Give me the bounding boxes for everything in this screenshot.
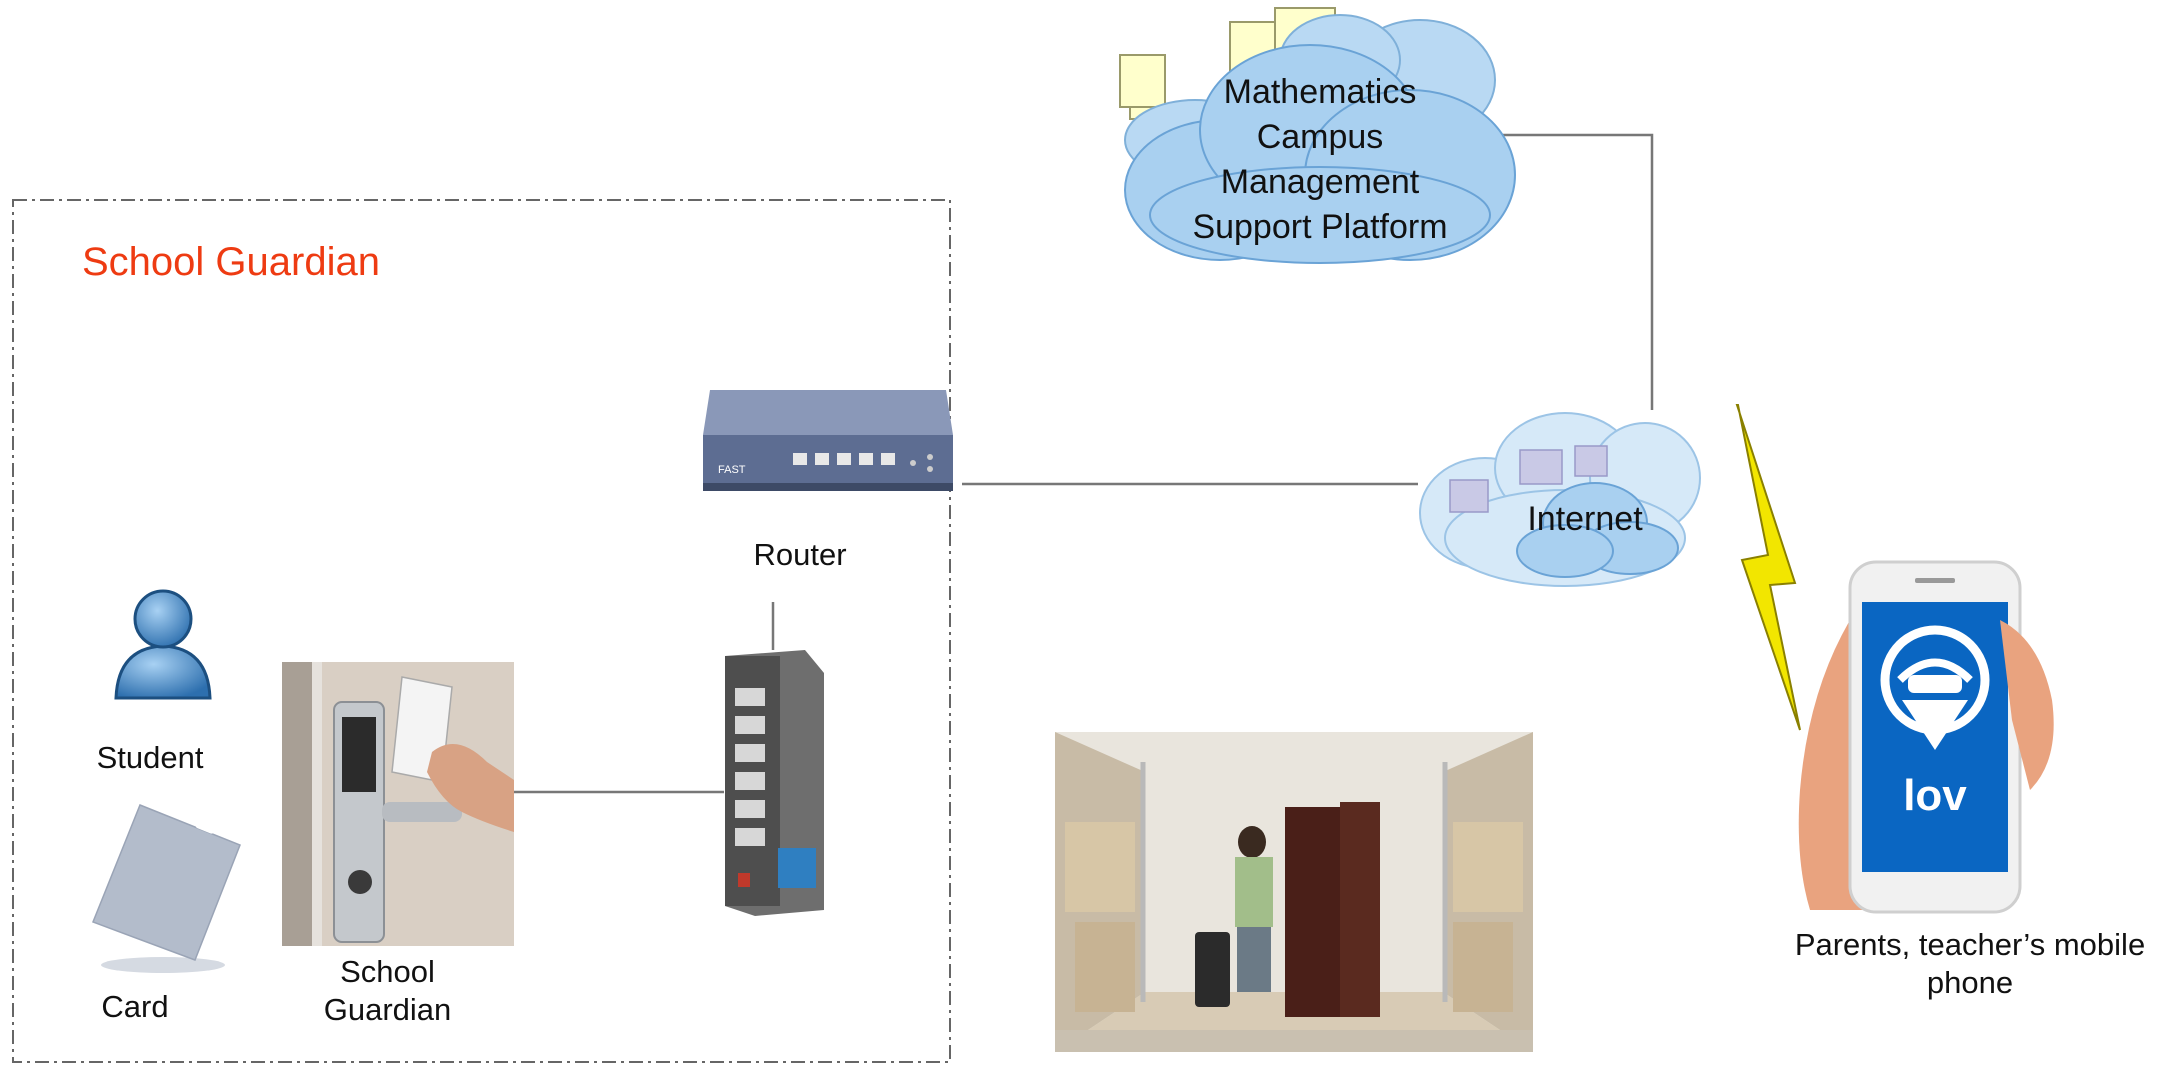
platform-internet-line <box>1468 133 1654 410</box>
school-guardian-boundary <box>12 199 951 1063</box>
door-lock-label: School Guardian <box>323 954 452 1027</box>
internet-label: Internet <box>1527 500 1643 538</box>
door-lock-photo <box>282 662 514 946</box>
student-person-icon <box>114 589 212 700</box>
platform-cloud-icon <box>1119 7 1516 264</box>
phone-app-logo-text: lov <box>1903 771 1967 820</box>
student-label: Student <box>96 740 204 775</box>
boundary-title: School Guardian <box>82 240 380 284</box>
mobile-phone-icon: lov <box>1798 560 2054 914</box>
router-icon: FAST <box>703 390 953 491</box>
switch-icon <box>725 650 824 916</box>
rfid-card-icon <box>92 804 241 973</box>
platform-label: Mathematics Campus Management Support Pl… <box>1192 73 1448 246</box>
card-label: Card <box>101 989 169 1024</box>
dormitory-photo <box>1055 732 1533 1052</box>
router-label: Router <box>753 537 847 572</box>
internet-cloud-icon <box>1419 412 1701 587</box>
phone-label: Parents, teacher’s mobile phone <box>1794 927 2146 1000</box>
wireless-lightning <box>1735 404 1801 731</box>
svg-text:FAST: FAST <box>718 464 746 476</box>
